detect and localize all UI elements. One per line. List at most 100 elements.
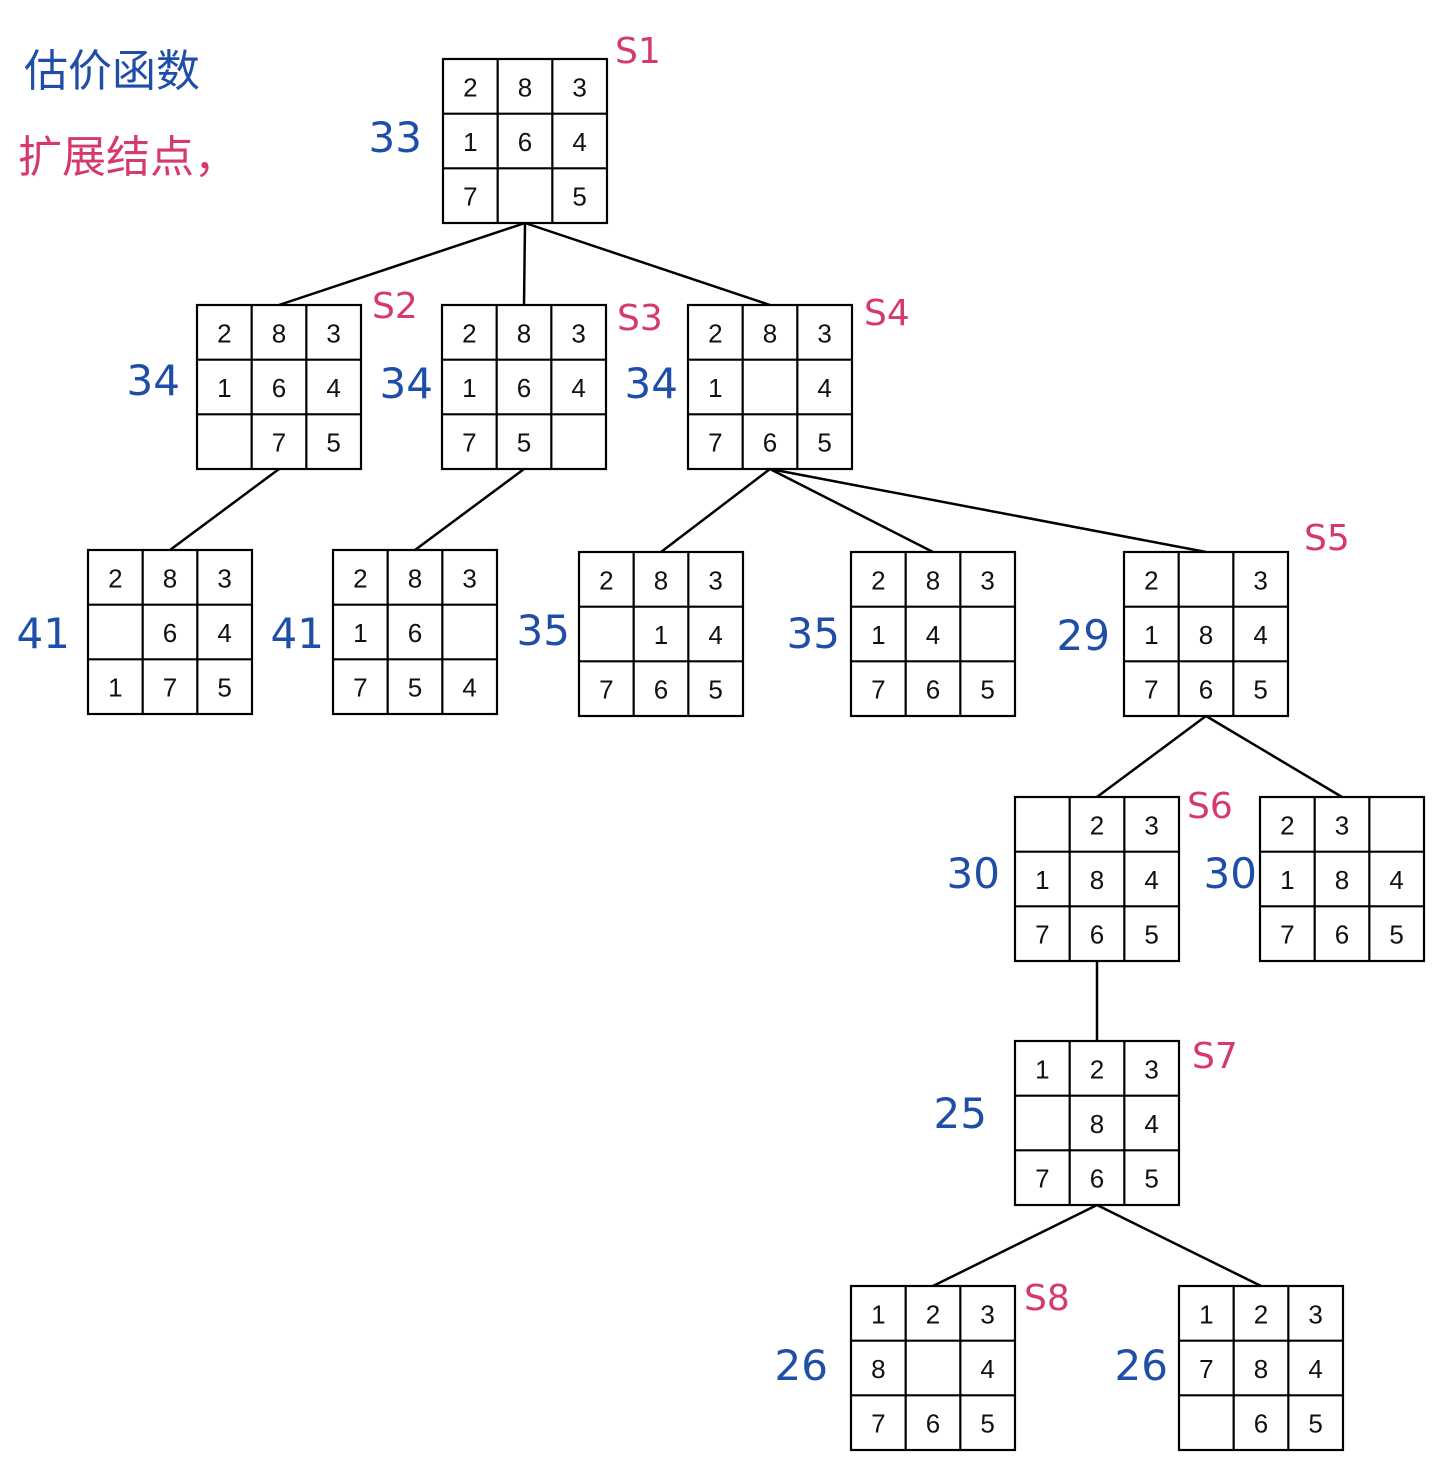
cell-value: 6 xyxy=(272,373,286,403)
cell-value: 6 xyxy=(1254,1409,1268,1439)
cell-value: 7 xyxy=(1144,675,1158,705)
cell-value: 5 xyxy=(217,673,231,703)
cell-value: 4 xyxy=(572,127,586,157)
tree-edge xyxy=(414,467,525,552)
tree-edge xyxy=(169,467,280,552)
cell-value: 1 xyxy=(1144,620,1158,650)
cell-value: 2 xyxy=(217,318,231,348)
cell-value: 4 xyxy=(926,620,940,650)
cell-value: 1 xyxy=(1280,865,1294,895)
cell-value: 4 xyxy=(217,618,231,648)
heuristic-score: 30 xyxy=(947,849,1000,898)
heuristic-score: 35 xyxy=(517,606,570,655)
state-label: S1 xyxy=(615,31,661,72)
heuristic-score: 34 xyxy=(625,359,678,408)
cell-value: 2 xyxy=(1280,810,1294,840)
cell-value: 8 xyxy=(1090,865,1104,895)
cell-value: 6 xyxy=(1335,920,1349,950)
legend-expanded-node-label: 扩展结点， xyxy=(18,132,238,183)
cell-value: 2 xyxy=(708,318,722,348)
cell-value: 7 xyxy=(871,1409,885,1439)
cell-value: 7 xyxy=(353,673,367,703)
cell-value: 5 xyxy=(572,182,586,212)
tree-edge xyxy=(1096,1203,1262,1288)
cell-value: 3 xyxy=(572,72,586,102)
cell-value: 1 xyxy=(217,373,231,403)
cell-value: 7 xyxy=(462,428,476,458)
cell-value: 4 xyxy=(326,373,340,403)
board-outline xyxy=(331,548,499,716)
cell-value: 3 xyxy=(1335,810,1349,840)
cell-value: 2 xyxy=(1090,1054,1104,1084)
cell-value: 6 xyxy=(926,1409,940,1439)
cell-value: 7 xyxy=(272,428,286,458)
cell-value: 5 xyxy=(1144,920,1158,950)
tree-edge xyxy=(660,468,771,553)
tree-edges xyxy=(169,221,1343,1288)
cell-value: 7 xyxy=(1035,1164,1049,1194)
cell-value: 7 xyxy=(463,182,477,212)
cell-value: 8 xyxy=(517,318,531,348)
cell-value: 3 xyxy=(980,565,994,595)
board-outline xyxy=(441,57,609,225)
cell-value: 4 xyxy=(1144,865,1158,895)
cell-value: 5 xyxy=(517,428,531,458)
cell-value: 1 xyxy=(871,1299,885,1329)
board-outline xyxy=(440,303,608,471)
board-outline xyxy=(86,548,254,716)
cell-value: 1 xyxy=(1199,1299,1213,1329)
cell-value: 3 xyxy=(980,1299,994,1329)
board-outline xyxy=(577,550,745,718)
cell-value: 6 xyxy=(1199,675,1213,705)
cell-value: 1 xyxy=(463,127,477,157)
cell-value: 8 xyxy=(1199,620,1213,650)
cell-value: 3 xyxy=(708,565,722,595)
heuristic-score: 41 xyxy=(271,609,324,658)
cell-value: 6 xyxy=(518,127,532,157)
cell-value: 8 xyxy=(408,563,422,593)
cell-value: 8 xyxy=(654,565,668,595)
tree-edge xyxy=(932,1203,1098,1288)
cell-value: 6 xyxy=(163,618,177,648)
cell-value: 4 xyxy=(817,373,831,403)
cell-value: 8 xyxy=(763,318,777,348)
cell-value: 7 xyxy=(163,673,177,703)
cell-value: 1 xyxy=(108,673,122,703)
heuristic-score: 34 xyxy=(380,359,433,408)
heuristic-score: 26 xyxy=(1115,1341,1168,1390)
tree-edge xyxy=(524,221,771,307)
heuristic-score: 26 xyxy=(775,1341,828,1390)
board-outline xyxy=(1258,795,1426,963)
cell-value: 2 xyxy=(1144,565,1158,595)
board-outline xyxy=(686,303,854,471)
cell-value: 3 xyxy=(1253,565,1267,595)
cell-value: 1 xyxy=(654,620,668,650)
cell-value: 4 xyxy=(571,373,585,403)
cell-value: 7 xyxy=(1035,920,1049,950)
cell-value: 7 xyxy=(599,675,613,705)
tree-edge xyxy=(769,467,934,554)
cell-value: 7 xyxy=(1280,920,1294,950)
cell-value: 6 xyxy=(654,675,668,705)
cell-value: 2 xyxy=(1090,810,1104,840)
cell-value: 2 xyxy=(1254,1299,1268,1329)
heuristic-score: 29 xyxy=(1057,611,1110,660)
cell-value: 3 xyxy=(1144,1054,1158,1084)
cell-value: 4 xyxy=(1144,1109,1158,1139)
state-label: S4 xyxy=(864,293,910,334)
cell-value: 6 xyxy=(763,428,777,458)
